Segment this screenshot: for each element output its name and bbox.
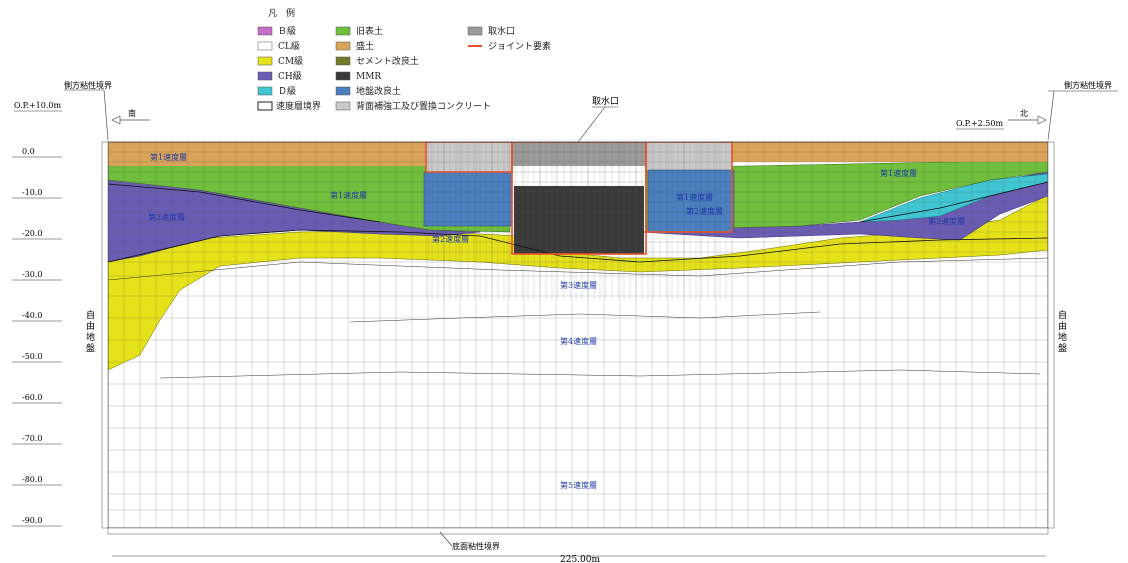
layer-label-1d: 第1速度層	[880, 168, 917, 178]
elev-40: -40.0	[22, 311, 43, 320]
fem-mesh-fine	[425, 142, 727, 300]
velocity-boundary-2	[108, 229, 1048, 263]
legend-label-concrete: 背面補強工及び置換コンクリート	[356, 100, 491, 112]
ch-class-layer-right	[639, 171, 1048, 241]
layer-label-1b: 第1速度層	[330, 190, 367, 200]
right-boundary-label: 側方粘性境界	[1064, 80, 1112, 90]
layer-label-4: 第4速度層	[560, 336, 597, 346]
left-boundary-leader	[103, 89, 109, 141]
legend-label-intake: 取水口	[488, 25, 515, 37]
free-field-right: 自由地盤	[1058, 309, 1067, 354]
layer-label-2c: 第2速度層	[686, 206, 723, 216]
width-label: 225.00m	[560, 555, 600, 563]
elev-20: -20.0	[22, 229, 43, 238]
velocity-boundary-4	[349, 311, 821, 323]
joint-elements	[425, 142, 733, 255]
free-field-left: 自由地盤	[86, 309, 95, 354]
legend-swatch-old-topsoil	[335, 26, 351, 36]
bottom-damper-row	[107, 527, 1049, 535]
velocity-layer-labels: 第1速度層 第2速度層 第1速度層 第2速度層 第1速度層 第2速度層 第1速度…	[148, 152, 965, 490]
layer-label-2a: 第2速度層	[148, 212, 185, 222]
legend-label-ground-improvement: 地盤改良土	[356, 85, 401, 97]
layer-label-5: 第5速度層	[560, 480, 597, 490]
backfill-concrete-left	[426, 142, 512, 172]
elev-60: -60.0	[22, 393, 43, 402]
elev-10: -10.0	[22, 188, 43, 197]
legend-label-cl: CL級	[278, 40, 300, 52]
legend-swatch-boundary	[257, 101, 273, 111]
legend-label-mmr: MMR	[356, 72, 381, 82]
legend-label-fill: 盛土	[356, 40, 374, 52]
mmr-block	[514, 186, 644, 254]
legend-label-cement: セメント改良土	[356, 55, 419, 67]
elev-0: 0.0	[22, 147, 35, 156]
elev-50: -50.0	[22, 352, 43, 361]
legend-swatch-mmr	[335, 71, 351, 81]
south-label: 南	[128, 108, 136, 118]
velocity-boundary-1-left	[108, 183, 381, 223]
north-arrow	[1008, 115, 1047, 125]
layer-label-1c: 第1速度層	[676, 192, 713, 202]
velocity-boundary-1-right	[859, 181, 1048, 223]
legend-label-d: Ｄ級	[278, 85, 296, 97]
legend-label-joint: ジョイント要素	[488, 40, 551, 52]
bottom-boundary-label: 底面粘性境界	[452, 541, 500, 551]
velocity-boundary-3	[108, 257, 1048, 281]
intake-top-label: 取水口	[592, 95, 619, 107]
legend-swatch-concrete	[335, 101, 351, 111]
legend-label-cm: CM級	[278, 55, 303, 67]
free-field-labels: 自由地盤 自由地盤	[86, 309, 1067, 354]
layer-label-3: 第3速度層	[560, 280, 597, 290]
legend: 凡 例 Ｂ級 CL級 CM級 CH級 Ｄ級 速度層境界 旧表土 盛土 セメント改…	[257, 7, 551, 112]
intake-structure	[512, 142, 646, 166]
elevation-axis: 0.0 -10.0 -20.0 -30.0 -40.0 -50.0 -60.0 …	[12, 147, 62, 527]
elev-30: -30.0	[22, 270, 43, 279]
left-op-label: O.P.+10.0m	[14, 101, 61, 110]
legend-swatch-cm	[257, 56, 273, 66]
north-label: 北	[1020, 109, 1028, 118]
legend-title: 凡 例	[268, 7, 295, 19]
legend-swatch-d	[257, 86, 273, 96]
backfill-concrete-right	[646, 142, 732, 170]
right-damper-column	[1047, 141, 1055, 529]
right-op-label: O.P.+2.50m	[956, 119, 1003, 128]
fem-mesh	[108, 151, 1048, 511]
left-boundary-label: 側方粘性境界	[64, 80, 112, 90]
legend-swatch-fill	[335, 41, 351, 51]
intake-opening	[512, 166, 646, 186]
legend-swatch-intake	[467, 26, 483, 36]
velocity-boundary-5	[159, 369, 1041, 379]
layer-label-2d: 第2速度層	[928, 216, 965, 226]
ground-improvement-right	[647, 169, 735, 233]
intake-leader	[577, 106, 606, 143]
legend-label-old-topsoil: 旧表土	[356, 25, 383, 37]
elev-90: -90.0	[22, 516, 43, 525]
legend-swatch-b	[257, 26, 273, 36]
legend-swatch-cement	[335, 56, 351, 66]
legend-label-boundary: 速度層境界	[276, 100, 321, 112]
legend-swatch-ch	[257, 71, 273, 81]
fem-mesh-vertical	[123, 142, 1037, 528]
legend-swatch-cl	[257, 41, 273, 51]
top-annotations: 側方粘性境界 O.P.+10.0m 南 取水口 側方粘性境界 O.P.+2.50…	[14, 80, 1118, 143]
legend-label-ch: CH級	[278, 70, 302, 82]
right-boundary-leader	[1047, 90, 1055, 141]
legend-swatch-ground-improvement	[335, 86, 351, 96]
section-body	[101, 141, 1055, 529]
south-arrow	[111, 115, 150, 125]
elev-80: -80.0	[22, 475, 43, 484]
elev-70: -70.0	[22, 434, 43, 443]
bottom-annotations: 底面粘性境界 225.00m	[107, 527, 1049, 563]
legend-label-b: Ｂ級	[278, 25, 296, 37]
layer-label-1a: 第1速度層	[150, 152, 187, 162]
layer-label-2b: 第2速度層	[432, 234, 469, 244]
left-damper-column	[101, 141, 109, 529]
